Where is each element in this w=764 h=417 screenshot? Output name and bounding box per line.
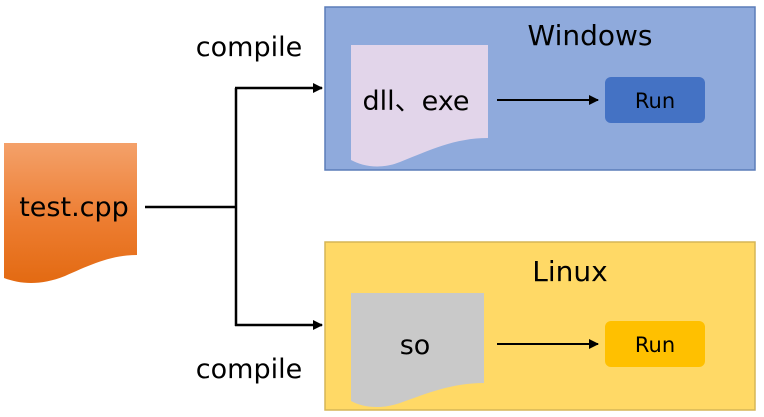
windows-run-box [605, 77, 705, 123]
linux-artifact-label: so [400, 330, 431, 361]
linux-title: Linux [532, 255, 607, 288]
compile-label-windows: compile [196, 32, 302, 63]
windows-run-label: Run [635, 89, 675, 113]
compile-connectors [145, 83, 323, 330]
windows-artifact-label: dll、exe [362, 86, 469, 117]
compile-label-linux: compile [196, 354, 302, 385]
source-file-document [4, 143, 137, 283]
linux-run-label: Run [635, 333, 675, 357]
windows-artifact-document [351, 45, 488, 167]
linux-artifact-document [351, 293, 484, 408]
source-file-label: test.cpp [19, 192, 129, 223]
windows-title: Windows [528, 19, 653, 52]
linux-run-box [605, 321, 705, 367]
source-file: test.cpp [4, 143, 137, 283]
windows-panel: Windows dll、exe Run [324, 6, 756, 171]
linux-panel: Linux so Run [324, 241, 756, 411]
